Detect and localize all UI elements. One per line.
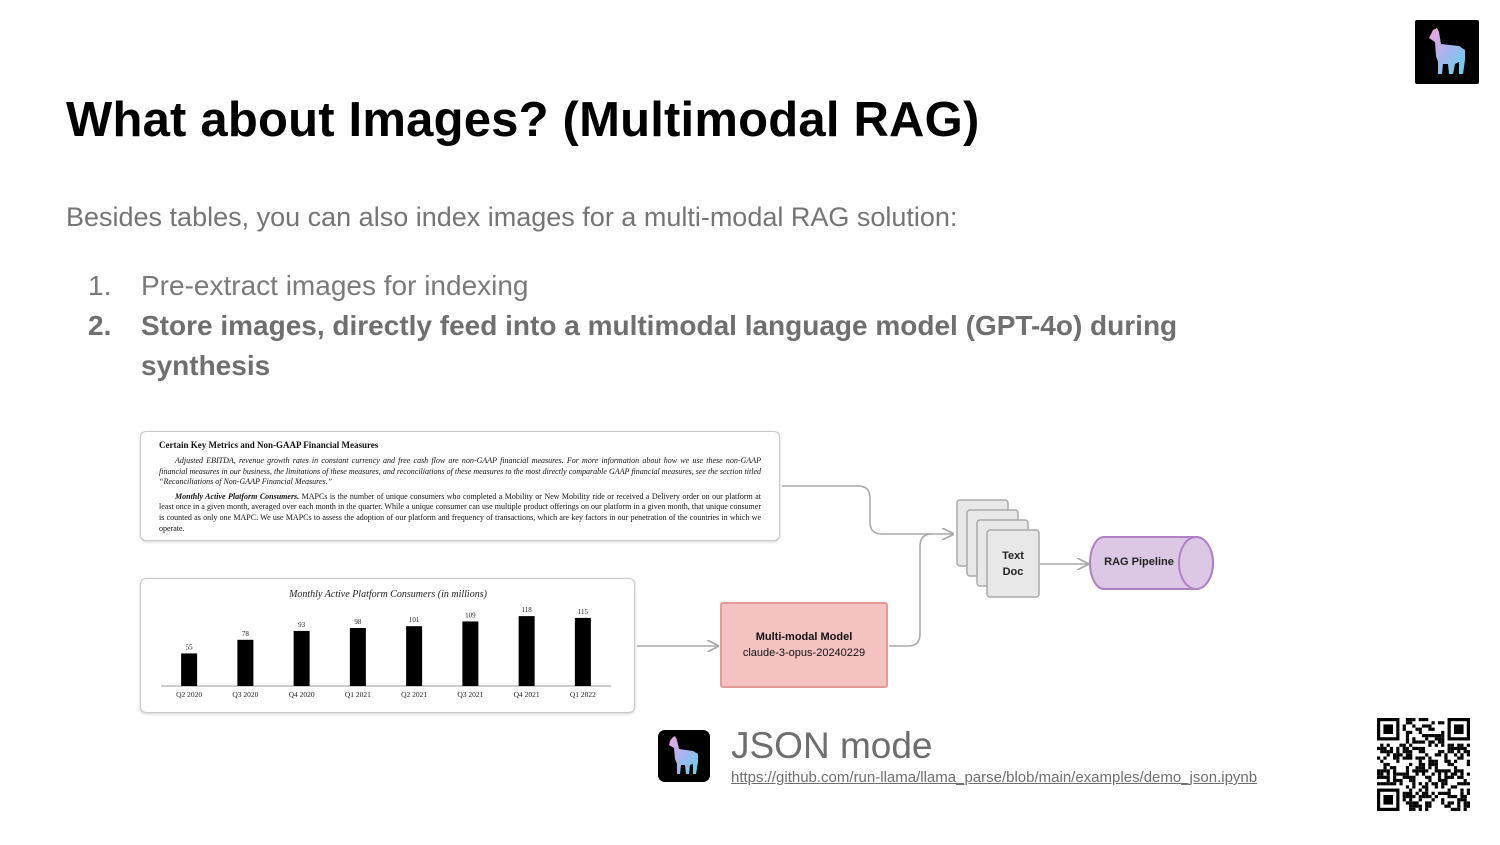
chart-tick-label: Q3 2020: [232, 690, 258, 699]
step-item: 2. Store images, directly feed into a mu…: [88, 306, 1188, 386]
bar-chart: Monthly Active Platform Consumers (in mi…: [161, 589, 611, 699]
chart-tick-label: Q3 2021: [457, 690, 483, 699]
qr-code-icon: [1377, 718, 1470, 811]
doc-paragraph: Monthly Active Platform Consumers. MAPCs…: [159, 492, 761, 534]
text-doc-page: [986, 529, 1040, 598]
doc-heading: Certain Key Metrics and Non-GAAP Financi…: [159, 440, 379, 450]
chart-data-label: 78: [242, 630, 250, 638]
text-doc-label: Text Doc: [987, 548, 1039, 580]
llama-logo-icon: [658, 730, 710, 782]
slide-subtitle: Besides tables, you can also index image…: [66, 202, 958, 232]
chart-bar: [293, 630, 310, 686]
step-text: Pre-extract images for indexing: [141, 270, 529, 301]
doc-paragraph-body: MAPCs is the number of unique consumers …: [159, 491, 762, 533]
chart-data-label: 118: [522, 606, 533, 614]
chart-data-label: 55: [186, 643, 194, 651]
json-mode-link[interactable]: https://github.com/run-llama/llama_parse…: [731, 769, 1258, 786]
rag-pipeline-cylinder-end: [1178, 536, 1214, 590]
doc-paragraph: Adjusted EBITDA, revenue growth rates in…: [159, 456, 761, 487]
chart-tick-label: Q4 2020: [289, 690, 315, 699]
chart-bar: [181, 653, 198, 686]
step-number: 2.: [88, 310, 112, 341]
multimodal-model-box: Multi-modal Model claude-3-opus-20240229: [720, 602, 888, 688]
chart-data-label: 98: [354, 618, 362, 626]
chart-bar: [574, 617, 591, 686]
chart-tick-label: Q1 2022: [570, 690, 596, 699]
chart-data-label: 93: [298, 621, 306, 629]
model-to-textdoc-arrow: [889, 533, 933, 647]
chart-data-label: 101: [409, 616, 420, 624]
chart-bar: [237, 639, 254, 686]
llama-logo-icon: [1415, 20, 1479, 84]
page-title: What about Images? (Multimodal RAG): [66, 93, 980, 147]
chart-tick-label: Q2 2021: [401, 690, 427, 699]
steps-list: 1. Pre-extract images for indexing 2. St…: [88, 266, 1188, 386]
chart-tick-label: Q1 2021: [345, 690, 371, 699]
doc-paragraph-lead: Monthly Active Platform Consumers.: [175, 491, 300, 501]
chart-bar: [462, 621, 479, 686]
text-doc-label-line: Doc: [1002, 566, 1024, 578]
step-item: 1. Pre-extract images for indexing: [88, 266, 1188, 306]
text-doc-label-line: Text: [1002, 550, 1024, 562]
chart-data-label: 115: [578, 608, 589, 616]
json-mode-title: JSON mode: [731, 725, 933, 766]
chart-tick-label: Q4 2021: [514, 690, 540, 699]
chart-bar: [349, 627, 366, 686]
chart-title: Monthly Active Platform Consumers (in mi…: [288, 589, 488, 600]
chart-tick-label: Q2 2020: [176, 690, 202, 699]
chart-data-label: 109: [465, 611, 476, 619]
chart-bar: [518, 616, 535, 686]
step-number: 1.: [88, 270, 112, 301]
document-excerpt-card: Certain Key Metrics and Non-GAAP Financi…: [140, 431, 780, 541]
chart-bar: [406, 626, 423, 686]
model-name: Multi-modal Model: [755, 631, 853, 643]
rag-pipeline-label: RAG Pipeline: [1104, 556, 1174, 568]
model-id: claude-3-opus-20240229: [742, 647, 866, 659]
step-text: Store images, directly feed into a multi…: [141, 310, 1178, 381]
doc-to-textdoc-arrow: [782, 485, 953, 534]
bar-chart-card: Monthly Active Platform Consumers (in mi…: [140, 578, 635, 713]
